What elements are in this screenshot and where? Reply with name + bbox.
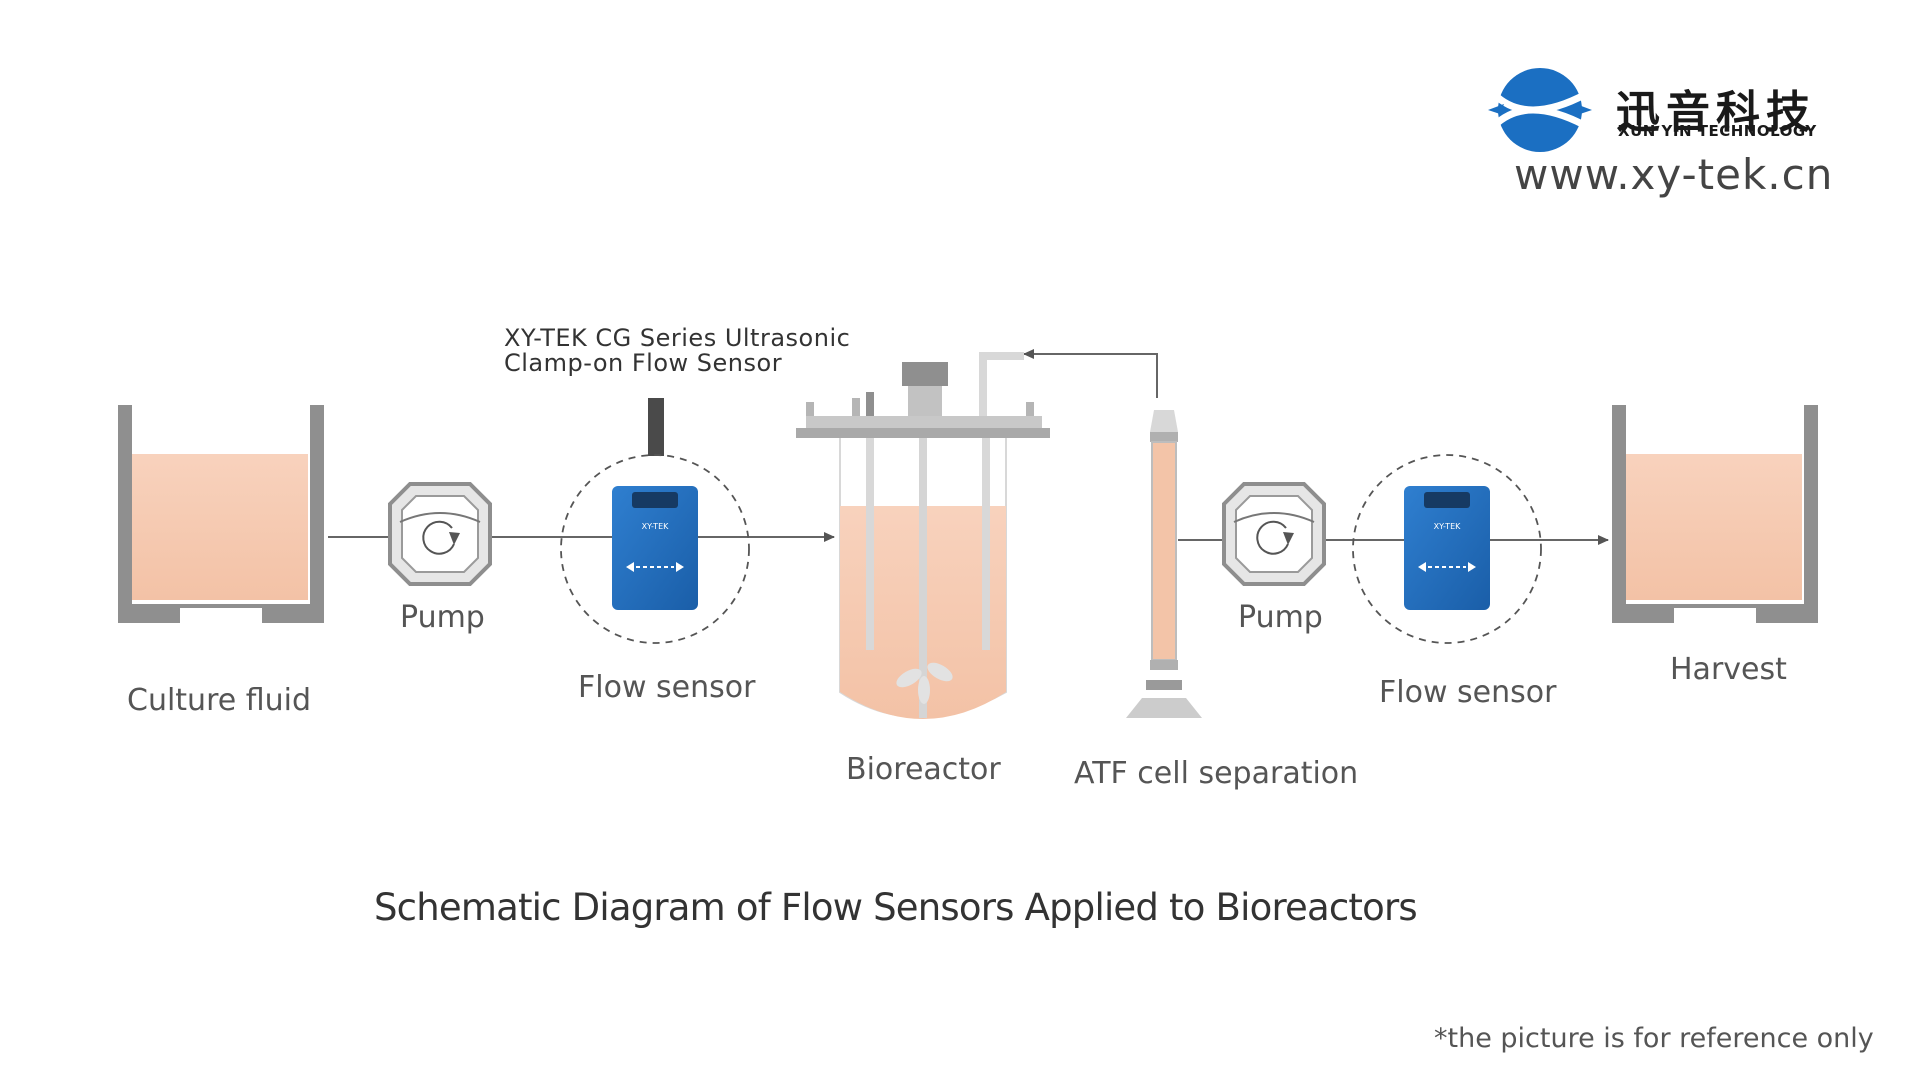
label-harvest: Harvest (1670, 652, 1787, 687)
flow-lines (328, 349, 1609, 545)
bioreactor (796, 352, 1050, 719)
brand-logo-icon (1488, 68, 1592, 152)
atf-column (1126, 410, 1202, 718)
line-atf-loop (1023, 349, 1158, 398)
sensor-callout: XY-TEK CG Series Ultrasonic Clamp-on Flo… (504, 326, 850, 376)
svg-text:XY-TEK: XY-TEK (1434, 522, 1462, 531)
label-bioreactor: Bioreactor (846, 752, 1001, 787)
sensor-callout-line1: XY-TEK CG Series Ultrasonic (504, 324, 851, 352)
brand-url[interactable]: www.xy-tek.cn (1514, 150, 1834, 199)
label-flow-sensor-2: Flow sensor (1379, 675, 1557, 710)
label-pump-1: Pump (400, 600, 485, 635)
sensor-antenna (648, 398, 664, 456)
label-culture-fluid: Culture fluid (127, 683, 312, 718)
pump-1 (388, 482, 492, 586)
flow-sensor-1: XY-TEK (560, 398, 750, 644)
brand-name-cn: 迅音科技 (1616, 87, 1816, 138)
label-pump-2: Pump (1238, 600, 1323, 635)
pump-2 (1222, 482, 1326, 586)
flow-sensor-2: XY-TEK (1352, 454, 1542, 644)
culture-tank (118, 405, 324, 623)
label-flow-sensor-1: Flow sensor (578, 670, 756, 705)
sensor-callout-line2: Clamp-on Flow Sensor (504, 349, 783, 377)
label-atf-cell-separation: ATF cell separation (1074, 756, 1359, 791)
svg-text:XY-TEK: XY-TEK (642, 522, 670, 531)
diagram-title: Schematic Diagram of Flow Sensors Applie… (374, 886, 1418, 929)
harvest-tank (1612, 405, 1818, 623)
footnote: *the picture is for reference only (1434, 1023, 1874, 1054)
brand-name-en: XUN YIN TECHNOLOGY (1618, 122, 1817, 140)
